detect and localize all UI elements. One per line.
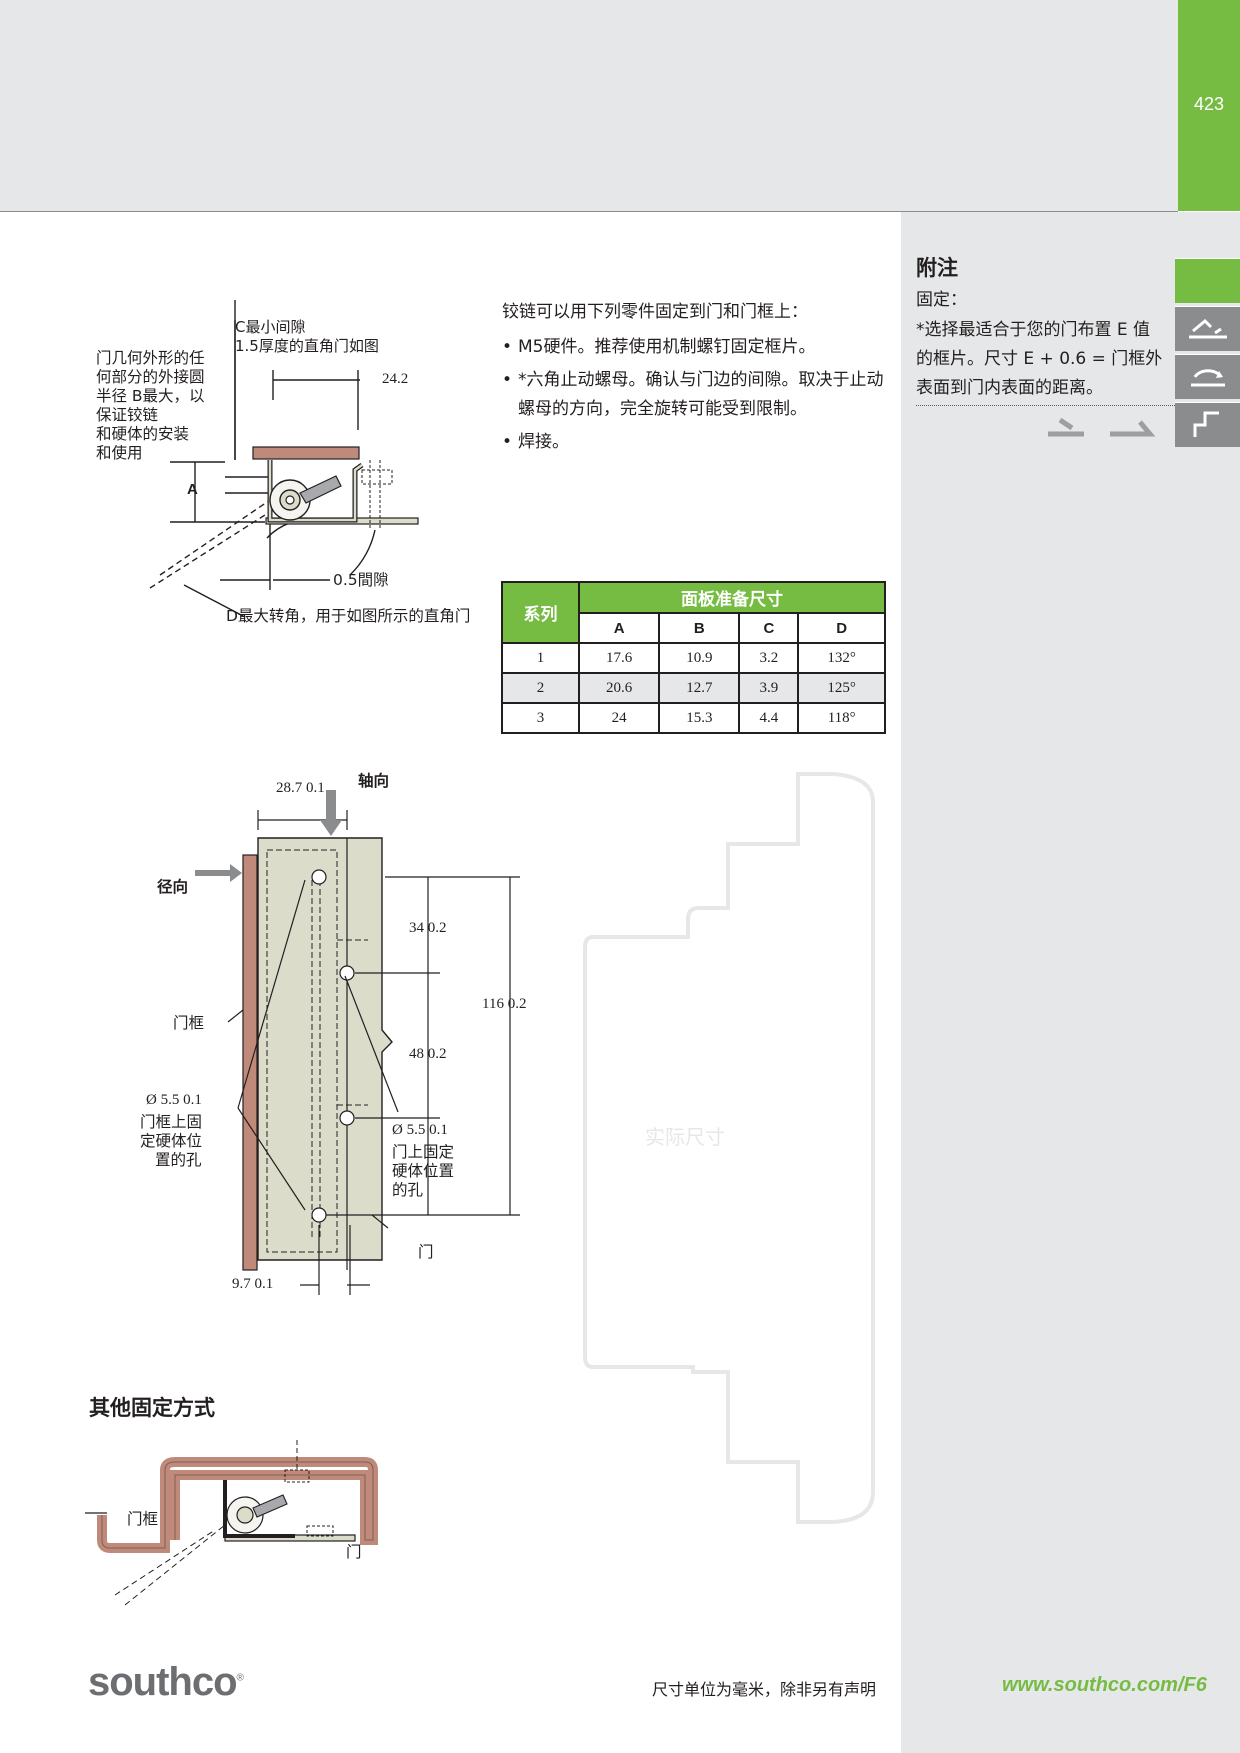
units-note: 尺寸单位为毫米，除非另有声明 — [652, 1680, 877, 1699]
table-cell: 12.7 — [658, 672, 741, 704]
dim-48: 48 0.2 — [409, 1046, 447, 1062]
notes-divider — [916, 405, 1175, 406]
table-cell: 3.9 — [738, 672, 800, 704]
table-cell: 10.9 — [658, 642, 741, 674]
frame-hole-text-1: 定硬体位 — [140, 1132, 203, 1150]
southco-logo: southco® — [88, 1660, 244, 1705]
door-hole-text-2: 的孔 — [392, 1181, 424, 1199]
bullet-text: M5硬件。推荐使用机制螺钉固定框片。 — [518, 337, 816, 357]
table-col-c: C — [738, 612, 800, 644]
actual-size-outline — [583, 772, 875, 1524]
other-door-label: 门 — [346, 1543, 362, 1561]
notes-sidebar — [901, 212, 1240, 1753]
table-header-group: 面板准备尺寸 — [578, 581, 886, 614]
intro-bullet: •M5硬件。推荐使用机制螺钉固定框片。 — [502, 333, 887, 362]
table-cell: 15.3 — [658, 702, 741, 734]
notes-title: 附注 — [916, 256, 958, 280]
table-row: 3 24 15.3 4.4 118° — [501, 702, 886, 734]
door-hole-diameter: Ø 5.5 0.1 — [392, 1122, 448, 1138]
table-cell: 1 — [501, 642, 580, 674]
notes-text: *选择最适合于您的门布置 E 值的框片。尺寸 E + 0.6 = 门框外表面到门… — [916, 320, 1163, 398]
axial-label: 轴向 — [358, 772, 390, 790]
intro-bullet: •焊接。 — [502, 428, 887, 457]
section-tab-strip — [1178, 0, 1240, 211]
intro-bullet: •*六角止动螺母。确认与门边的间隙。取决于止动螺母的方向，完全旋转可能受到限制。 — [502, 366, 887, 424]
gap-label: 0.5間隙 — [333, 571, 389, 589]
page-number: 423 — [1193, 94, 1225, 114]
dim-a: A — [187, 481, 198, 498]
logo-text: southco — [88, 1660, 238, 1704]
sidebar-tab-rotation-icon[interactable] — [1175, 354, 1240, 399]
notes-hinge-thumbnail — [1048, 417, 1156, 437]
table-col-a: A — [577, 612, 661, 644]
table-row: 1 17.6 10.9 3.2 132° — [501, 642, 886, 674]
table-cell: 132° — [797, 642, 886, 674]
label-left-1: 何部分的外接圆 — [96, 368, 205, 386]
table-cell: 24 — [577, 702, 661, 734]
dim-116: 116 0.2 — [482, 996, 527, 1012]
table-col-b: B — [658, 612, 741, 644]
door-hole-text-1: 硬体位置 — [392, 1162, 455, 1180]
table-row: 2 20.6 12.7 3.9 125° — [501, 672, 886, 704]
dim-9-7: 9.7 0.1 — [232, 1276, 274, 1292]
dim-24-2: 24.2 — [382, 371, 409, 387]
website-link[interactable]: www.southco.com/F6 — [1002, 1674, 1207, 1696]
dim-width: 28.7 0.1 — [276, 780, 325, 796]
door-label: 门 — [418, 1243, 434, 1261]
table-cell: 2 — [501, 672, 580, 704]
actual-size-label: 实际尺寸 — [645, 1125, 725, 1149]
other-frame-label: 门框 — [127, 1510, 159, 1528]
frame-hole-diameter: Ø 5.5 0.1 — [146, 1092, 202, 1108]
bullet-text: *六角止动螺母。确认与门边的间隙。取决于止动螺母的方向，完全旋转可能受到限制。 — [518, 370, 884, 419]
bullet-text: 焊接。 — [518, 432, 569, 452]
notes-fixing-label: 固定： — [916, 290, 967, 310]
label-left-5: 和使用 — [96, 444, 143, 462]
bullet-dot: • — [502, 370, 513, 390]
bullet-dot: • — [502, 337, 513, 357]
bullet-dot: • — [502, 432, 513, 452]
frame-hole-text-0: 门框上固 — [140, 1113, 203, 1131]
table-cell: 20.6 — [577, 672, 661, 704]
table-cell: 118° — [797, 702, 886, 734]
panel-prep-table: 系列 面板准备尺寸 A B C D 1 17.6 10.9 3.2 132° 2… — [501, 581, 886, 734]
label-left-4: 和硬体的安装 — [96, 425, 190, 443]
radial-label: 径向 — [157, 878, 189, 896]
door-hole-text-0: 门上固定 — [392, 1143, 455, 1161]
registered-mark: ® — [236, 1672, 244, 1684]
table-header-series: 系列 — [501, 581, 580, 644]
label-c-clearance: C最小间隙 — [235, 318, 306, 336]
sidebar-tab-mounting-icon[interactable] — [1175, 306, 1240, 351]
table-cell: 125° — [797, 672, 886, 704]
other-mounting-heading: 其他固定方式 — [89, 1396, 215, 1420]
label-left-3: 保证铰链 — [96, 406, 159, 424]
sidebar-tab-active[interactable] — [1175, 258, 1240, 303]
table-cell: 17.6 — [577, 642, 661, 674]
label-left-2: 半径 B最大，以 — [96, 387, 205, 405]
mounting-holes-drawing — [195, 790, 520, 1295]
table-cell: 3 — [501, 702, 580, 734]
frame-label: 门框 — [173, 1014, 205, 1032]
label-d-rotation: D最大转角，用于如图所示的直角门 — [226, 607, 471, 625]
hinge-section-drawing — [149, 300, 419, 618]
header-band — [0, 0, 1178, 212]
table-col-d: D — [797, 612, 886, 644]
frame-hole-text-2: 置的孔 — [155, 1151, 202, 1169]
other-mounting-drawing — [85, 1440, 378, 1606]
table-cell: 4.4 — [738, 702, 800, 734]
intro-lead: 铰链可以用下列零件固定到门和门框上： — [502, 302, 808, 322]
table-cell: 3.2 — [738, 642, 800, 674]
sidebar-tab-offset-icon[interactable] — [1175, 402, 1240, 447]
label-left-0: 门几何外形的任 — [96, 349, 205, 367]
label-c-door: 1.5厚度的直角门如图 — [235, 337, 379, 355]
dim-34: 34 0.2 — [409, 920, 447, 936]
